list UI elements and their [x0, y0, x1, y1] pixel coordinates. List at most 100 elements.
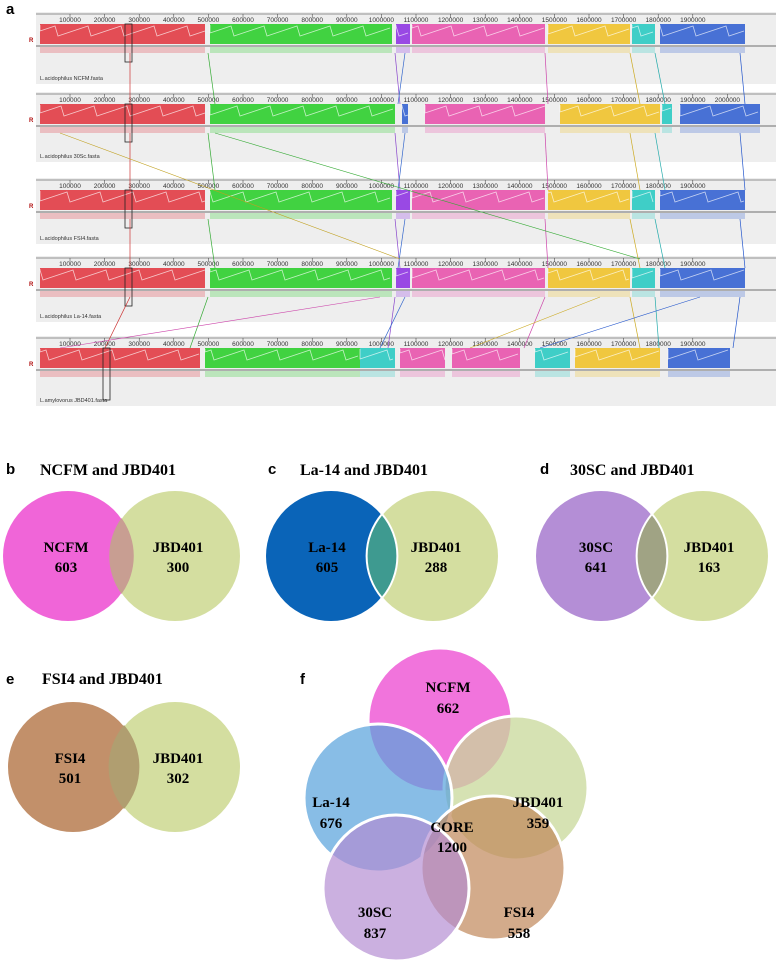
genome-tick-label: 700000: [267, 17, 289, 24]
lcb-block-shadow: [548, 291, 630, 297]
genome-tick-label: 1200000: [438, 261, 464, 268]
genome-tick-label: 1400000: [507, 341, 533, 348]
lcb-profile: [547, 25, 630, 37]
venn-b-left-name: NCFM: [44, 540, 89, 556]
genome-tick-label: 800000: [301, 97, 323, 104]
lcb-profile: [209, 191, 391, 203]
lcb-connector: [397, 218, 406, 269]
genome-tick-label: 1600000: [576, 183, 602, 190]
lcb-block: [210, 104, 395, 124]
genome-control-icon: R: [29, 118, 34, 124]
genome-tick-label: 1300000: [473, 17, 499, 24]
lcb-connector: [654, 132, 666, 191]
venn-b-right-count: 300: [167, 560, 190, 576]
lcb-connector: [397, 132, 406, 191]
lcb-block: [210, 24, 392, 44]
lcb-profile: [39, 349, 200, 361]
lcb-block-shadow: [660, 291, 745, 297]
genome-tick-label: 400000: [163, 17, 185, 24]
genome-tick-label: 1200000: [438, 183, 464, 190]
genome-tick-label: 1800000: [646, 17, 672, 24]
genome-tick-label: 1400000: [507, 183, 533, 190]
genome-tick-label: 1100000: [404, 17, 429, 24]
genome-tick-label: 800000: [301, 17, 323, 24]
lcb-connector: [654, 296, 660, 349]
lcb-block-shadow: [668, 371, 730, 377]
lcb-block-shadow: [396, 213, 410, 219]
lcb-connector: [469, 296, 601, 349]
genome-tick-label: 600000: [232, 17, 254, 24]
lcb-profile: [411, 25, 545, 37]
venn-c-left-name: La-14: [308, 540, 346, 556]
lcb-block: [548, 24, 630, 44]
genome-tick-label: 400000: [163, 183, 185, 190]
lcb-profile: [39, 25, 206, 37]
genome-tick-label: 200000: [94, 341, 116, 348]
lcb-block: [660, 268, 745, 288]
genome-tick-label: 100000: [59, 97, 81, 104]
lcb-block: [412, 190, 545, 210]
lcb-connector: [214, 132, 641, 260]
venn-d-right-name: JBD401: [684, 540, 735, 556]
lcb-profile: [399, 349, 446, 361]
lcb-profile: [574, 349, 660, 361]
genome-tick-label: 1000000: [369, 261, 395, 268]
genome-tick-label: 800000: [301, 261, 323, 268]
genome-tick-label: 1200000: [438, 17, 464, 24]
lcb-profile: [395, 25, 409, 37]
panel-f: f NCFM 662 JBD401 359 La-14 676 FSI4 558…: [300, 646, 590, 963]
lcb-connector: [207, 132, 216, 191]
lcb-connector: [544, 132, 549, 191]
genome-tick-label: 2000000: [715, 97, 741, 104]
lcb-block-shadow: [425, 127, 545, 133]
genome-tick-label: 300000: [128, 183, 150, 190]
venn-b-left-circle: [3, 491, 133, 621]
genome-tick-label: 1700000: [611, 183, 637, 190]
lcb-highlight-box: [124, 267, 133, 307]
genome-tick-label: 1300000: [473, 261, 499, 268]
genome-tick-label: 200000: [94, 183, 116, 190]
genome-tick-label: 1100000: [404, 261, 429, 268]
genome-tick-label: 100000: [59, 183, 81, 190]
genome-tick-label: 600000: [232, 97, 254, 104]
genome-tick-label: 1900000: [680, 341, 706, 348]
genome-tick-label: 1500000: [542, 261, 568, 268]
lcb-profile: [39, 191, 206, 203]
lcb-block-shadow: [575, 371, 660, 377]
genome-tick-label: 500000: [198, 183, 220, 190]
panel-b: b NCFM and JBD401 NCFM 603 JBD401 300: [3, 461, 240, 621]
venn-c-left-circle: [266, 491, 396, 621]
genome-tick-label: 1800000: [646, 97, 672, 104]
lcb-connector: [629, 218, 641, 269]
genome-tick-label: 1300000: [473, 341, 499, 348]
genome-name: L.acidophilus 30Sc.fasta: [40, 154, 101, 160]
lcb-block: [425, 104, 545, 124]
lcb-block: [396, 190, 410, 210]
lcb-block-shadow: [210, 47, 392, 53]
genome-tick-label: 200000: [94, 261, 116, 268]
genome-tick-label: 1500000: [542, 341, 568, 348]
genome-tick-label: 200000: [94, 17, 116, 24]
venn5-core-count: 1200: [437, 840, 467, 856]
venn-c-right-circle: [368, 491, 498, 621]
lcb-block-shadow: [412, 291, 545, 297]
genome-control-icon: R: [29, 38, 34, 44]
lcb-connector: [654, 218, 666, 269]
lcb-profile: [424, 105, 546, 117]
lcb-block: [548, 190, 630, 210]
lcb-block-shadow: [360, 371, 395, 377]
lcb-highlight-box: [124, 189, 133, 229]
lcb-block: [632, 190, 655, 210]
lcb-connector: [387, 296, 396, 349]
lcb-block: [396, 24, 410, 44]
genome-tick-label: 1600000: [576, 341, 602, 348]
lcb-block-shadow: [452, 371, 520, 377]
lcb-profile: [631, 25, 654, 37]
genome-tick-label: 100000: [59, 261, 81, 268]
lcb-block-shadow: [660, 213, 745, 219]
lcb-profile: [411, 269, 545, 281]
genome-tick-label: 1300000: [473, 183, 499, 190]
lcb-block-shadow: [680, 127, 760, 133]
lcb-profile: [547, 191, 630, 203]
